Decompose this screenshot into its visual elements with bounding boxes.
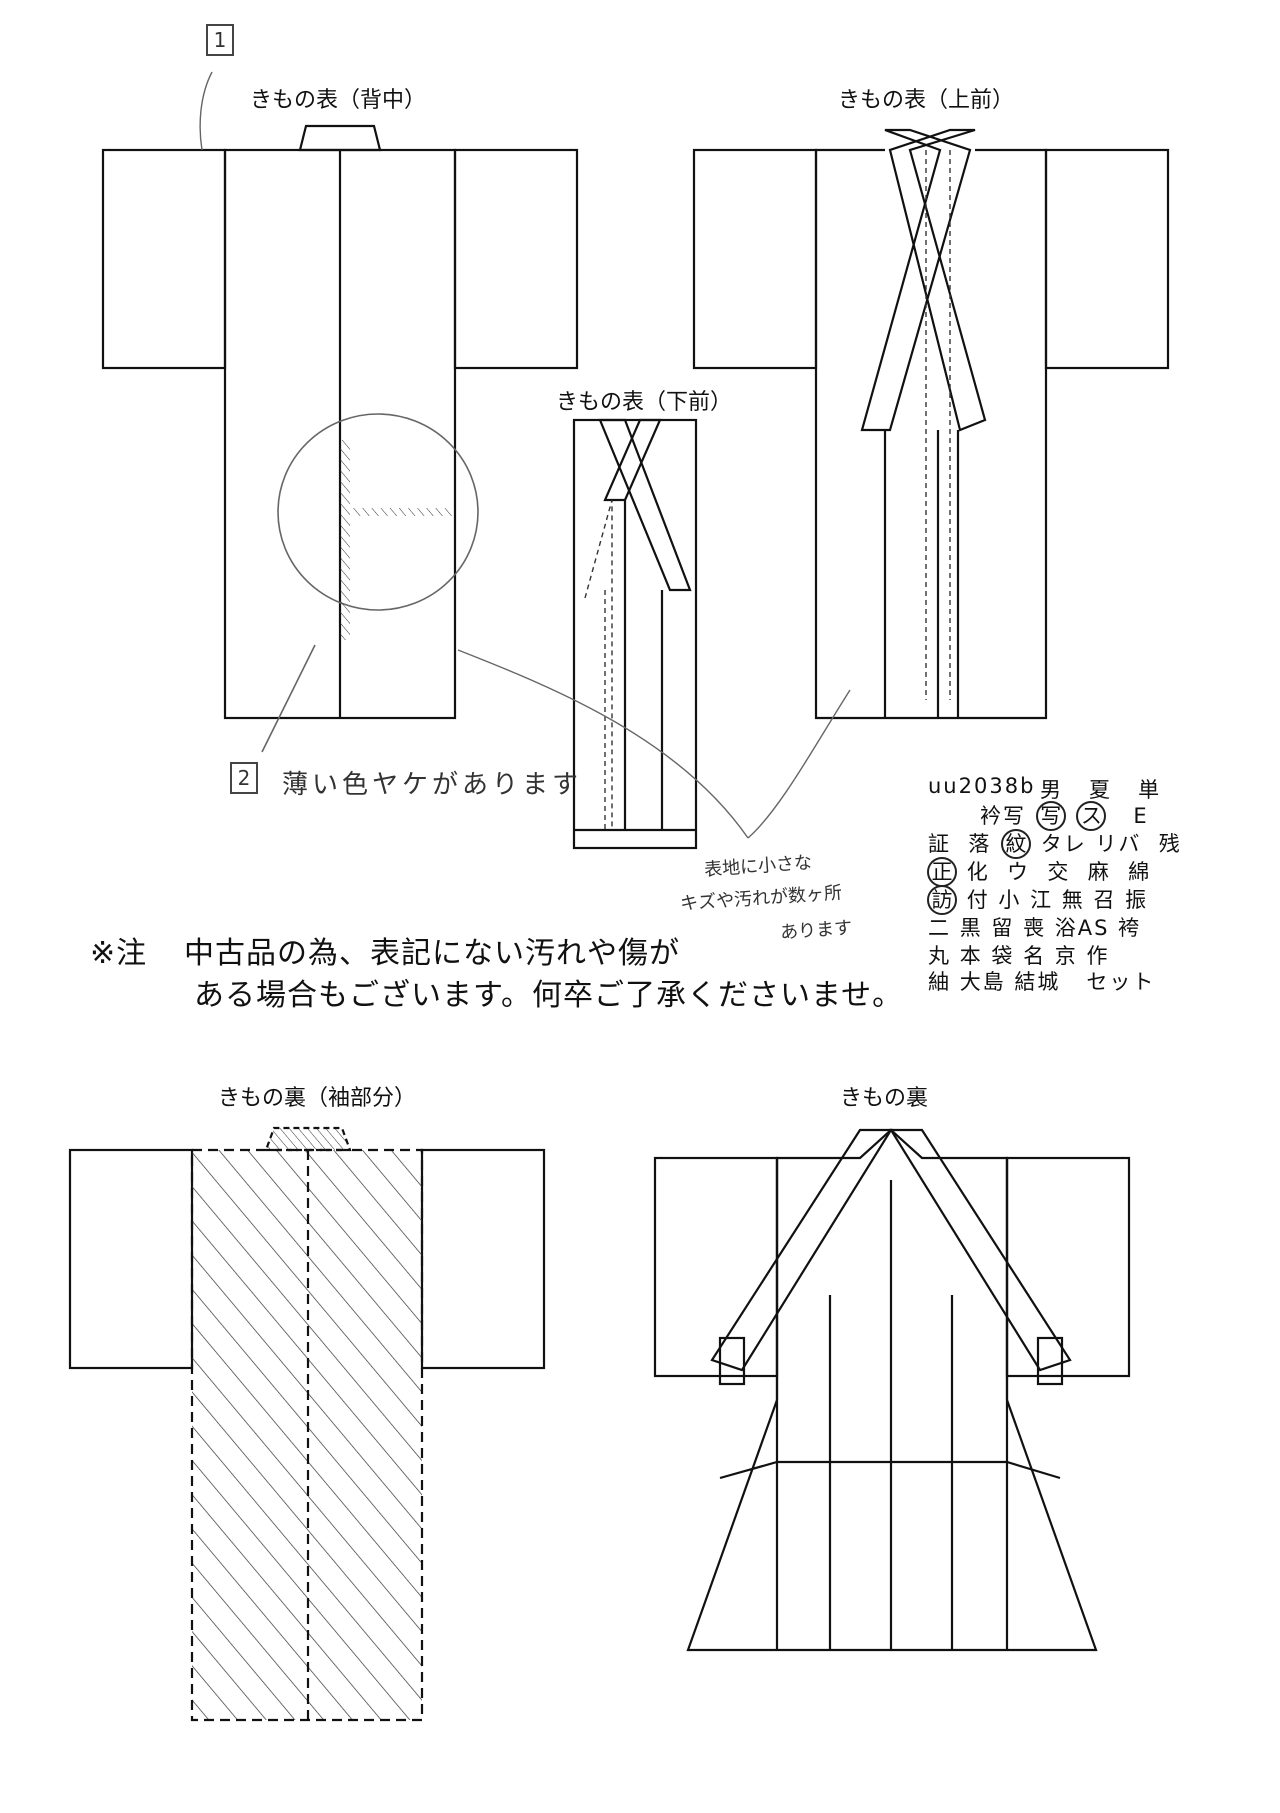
lining-view-right-sleeve <box>1005 1156 1131 1378</box>
code-cell-circled: 紋 <box>1001 829 1032 859</box>
lining-view-waist <box>719 1460 1061 1480</box>
lining-view-cuff-right <box>1036 1336 1064 1386</box>
code-cell: 証 <box>928 832 951 856</box>
code-cell: 本 <box>959 944 983 968</box>
code-row-6: 二 黒 留 喪 浴AS 袴 <box>928 912 1141 942</box>
code-cell: 振 <box>1125 888 1149 912</box>
lower-front-collar <box>603 418 662 502</box>
scratch-note-line-3: あります <box>779 917 853 944</box>
code-cell: 男 <box>1040 778 1063 802</box>
lining-left-sleeve <box>68 1148 194 1370</box>
code-cell: 浴 <box>1054 916 1078 940</box>
upper-right-sleeve <box>1044 148 1170 370</box>
code-cell: タレ <box>1040 832 1087 856</box>
notice-line-1: 中古品の為、表記にない汚れや傷が <box>184 936 680 971</box>
code-row-1: 男 夏 単 <box>1040 774 1161 804</box>
upper-collar-band <box>860 128 972 432</box>
kimono-lining-view <box>653 1128 1131 1652</box>
back-collar <box>298 124 382 152</box>
label-lower-front-view: きもの表（下前） <box>556 390 733 415</box>
lower-front-collar <box>598 418 692 592</box>
item-code: uu2038b <box>928 774 1036 798</box>
kimono-upper-front-view <box>692 128 1170 720</box>
code-cell: リバ <box>1095 832 1142 856</box>
code-row-3: 証 落 紋 タレ リバ 残 <box>928 828 1182 859</box>
code-cell: 綿 <box>1128 860 1152 884</box>
code-cell: セット <box>1086 970 1156 994</box>
lining-view-cuff-left <box>718 1336 746 1386</box>
label-lining-view: きもの裏 <box>840 1086 929 1111</box>
code-cell: 京 <box>1054 944 1078 968</box>
marker-1-leader <box>199 71 213 151</box>
lining-view-collar-left <box>710 1128 893 1372</box>
marker-1: 1 <box>206 24 234 56</box>
code-cell: 江 <box>1030 888 1054 912</box>
scratch-leader-back <box>457 649 749 839</box>
upper-body-outline <box>814 148 1048 720</box>
code-cell: 麻 <box>1087 860 1111 884</box>
code-cell: 召 <box>1093 888 1117 912</box>
lining-right-sleeve <box>420 1148 546 1370</box>
notice-mark: ※注 <box>90 936 148 971</box>
code-row-7: 丸 本 袋 名 京 作 <box>928 940 1109 970</box>
code-cell: 小 <box>998 888 1022 912</box>
back-stain-circle <box>261 413 479 753</box>
code-row-8: 紬 大島 結城 セット <box>928 966 1155 996</box>
lining-view-collar-right <box>889 1128 1072 1372</box>
code-cell: 化 <box>966 860 990 884</box>
code-cell-circled: 正 <box>927 857 957 887</box>
back-right-sleeve <box>453 148 579 370</box>
code-cell: 付 <box>966 888 990 912</box>
code-cell: 袋 <box>991 944 1015 968</box>
label-lining-sleeve-view: きもの裏（袖部分） <box>218 1086 417 1111</box>
code-cell: 名 <box>1023 944 1047 968</box>
code-cell: 留 <box>991 916 1015 940</box>
code-cell: 作 <box>1086 944 1110 968</box>
kimono-lining-sleeve-view <box>68 1126 546 1722</box>
lower-front-dashed <box>584 499 613 830</box>
kimono-lower-front-view <box>572 418 698 850</box>
upper-collar-band-right <box>888 128 987 432</box>
label-upper-front-view: きもの表（上前） <box>838 88 1015 113</box>
label-back-view: きもの表（背中） <box>250 88 427 113</box>
code-row-5: 訪 付 小 江 無 召 振 <box>926 884 1148 915</box>
code-cell: 黒 <box>959 916 983 940</box>
code-cell: 単 <box>1138 778 1162 802</box>
code-cell: 残 <box>1158 832 1182 856</box>
code-cell: 丸 <box>928 944 951 968</box>
code-cell-circled: ス <box>1076 801 1107 831</box>
code-cell: 喪 <box>1023 916 1047 940</box>
marker-2: 2 <box>230 762 258 794</box>
code-cell: 無 <box>1061 888 1085 912</box>
code-cell: 結城 <box>1014 970 1061 994</box>
code-row-2: 衿写 写 ス E <box>980 800 1149 831</box>
code-cell: 大島 <box>959 970 1006 994</box>
code-cell: AS <box>1077 916 1110 940</box>
lower-front-body <box>572 418 698 850</box>
code-cell: 袴 <box>1118 916 1142 940</box>
kimono-back-view <box>101 124 579 720</box>
code-cell-circled: 訪 <box>927 885 957 915</box>
code-cell: 衿写 <box>980 804 1026 828</box>
back-stain-hatch <box>352 508 452 516</box>
lining-collar-dashed <box>264 1126 352 1152</box>
code-cell: ウ <box>1007 860 1031 884</box>
code-cell-circled: 写 <box>1035 801 1066 831</box>
code-row-4: 正 化 ウ 交 麻 綿 <box>926 856 1151 887</box>
code-cell: 夏 <box>1089 778 1113 802</box>
lining-hatched-body <box>190 1148 424 1722</box>
code-cell: 交 <box>1047 860 1071 884</box>
back-left-sleeve <box>101 148 227 370</box>
scratch-leader-upper <box>747 689 851 839</box>
code-cell: 落 <box>968 832 992 856</box>
code-cell: E <box>1133 804 1149 828</box>
code-cell: 二 <box>928 916 951 940</box>
back-stain-hatch <box>340 440 350 640</box>
notice-line-2: ある場合もございます。何卒ご了承くださいませ。 <box>194 978 904 1013</box>
upper-left-sleeve <box>692 148 818 370</box>
stain-note: 薄い色ヤケがあります <box>282 770 583 800</box>
upper-inner-dashed <box>925 150 951 700</box>
code-cell: 紬 <box>928 970 951 994</box>
